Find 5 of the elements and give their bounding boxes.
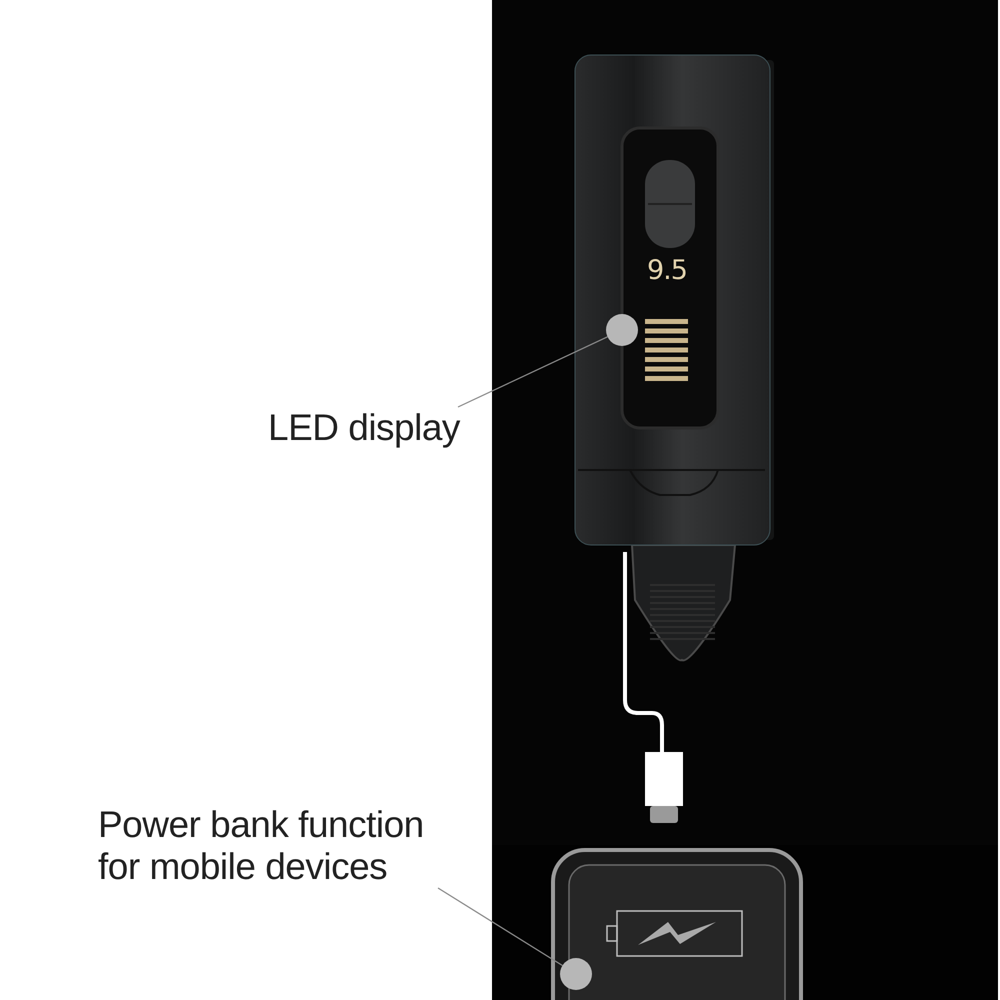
callout-text: Power bank function for mobile devices	[98, 804, 448, 888]
leader-line	[458, 336, 608, 408]
callout-text: LED display	[268, 407, 468, 449]
leader-line	[438, 888, 563, 966]
display-reading: 9.5	[647, 256, 687, 286]
